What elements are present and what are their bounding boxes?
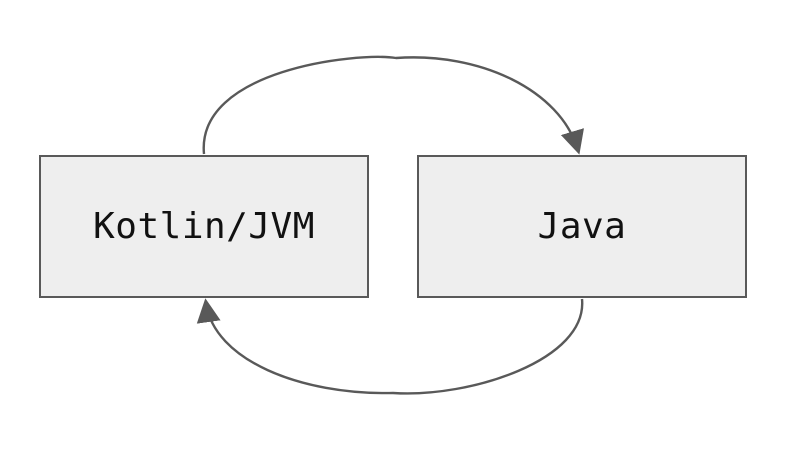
node-kotlin-jvm: Kotlin/JVM xyxy=(39,155,369,298)
node-java: Java xyxy=(417,155,747,298)
arrow-kotlin-to-java xyxy=(202,55,584,155)
node-label: Kotlin/JVM xyxy=(93,206,315,247)
arrow-java-to-kotlin xyxy=(196,298,584,395)
node-label: Java xyxy=(537,206,627,247)
